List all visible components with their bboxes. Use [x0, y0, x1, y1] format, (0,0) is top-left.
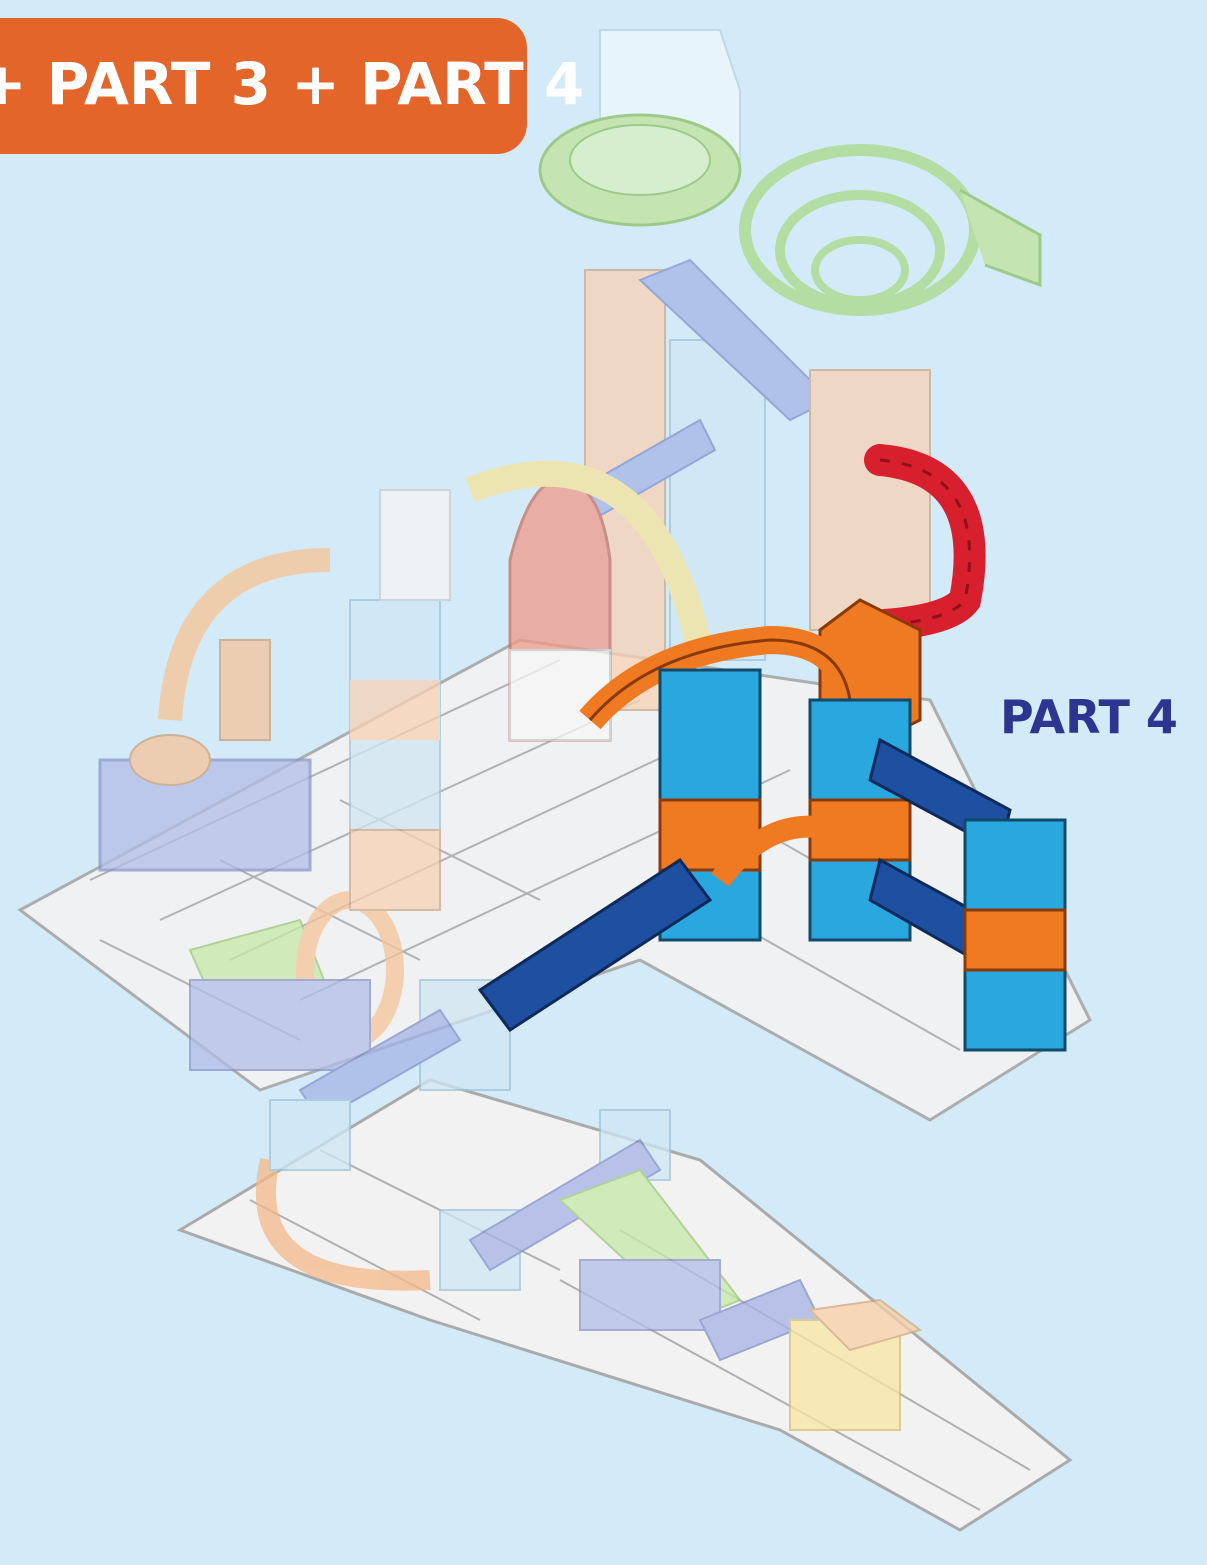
part-4-label: PART 4 [1000, 690, 1178, 744]
